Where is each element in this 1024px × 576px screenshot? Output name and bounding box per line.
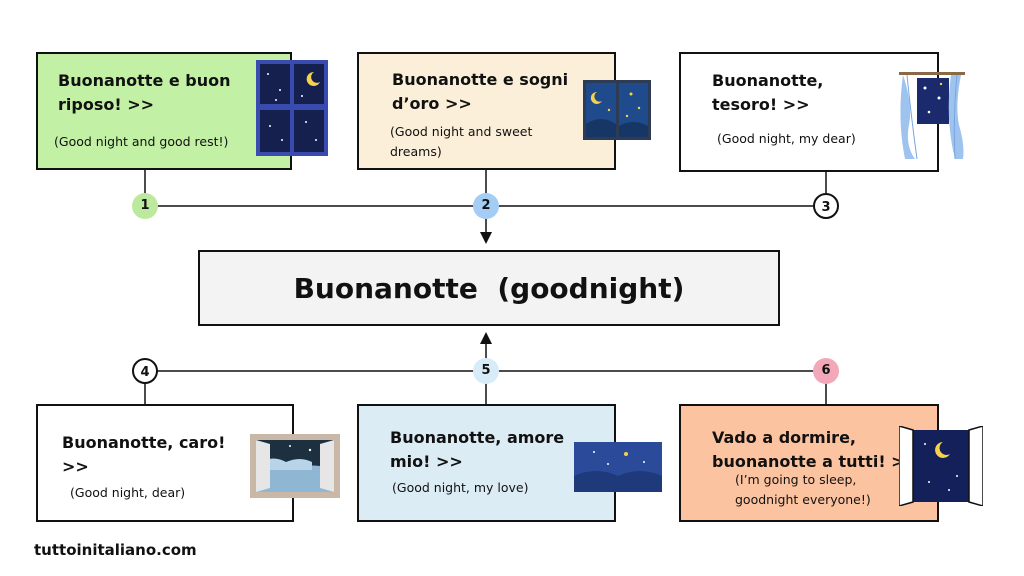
card-5-translation: (Good night, my love) (392, 480, 529, 495)
card-1-phrase: Buonanotte e buon riposo! >> (58, 71, 231, 114)
number-dot-2-label: 2 (481, 198, 491, 213)
card-5-phrase: Buonanotte, amore mio! >> (390, 428, 565, 471)
moon-window-icon (583, 80, 651, 140)
card-2-translation: (Good night and sweet dreams) (390, 124, 533, 159)
night-sky-icon (574, 442, 662, 492)
center-title-box: Buonanotte (goodnight) (198, 250, 780, 326)
card-4-phrase: Buonanotte, caro! >> (62, 433, 226, 476)
number-dot-4: 4 (132, 358, 158, 384)
number-dot-2: 2 (473, 193, 499, 219)
card-2-phrase: Buonanotte e sogni d’oro >> (392, 70, 569, 113)
footer-site: tuttoinitaliano.com (34, 541, 197, 559)
open-window-icon (250, 434, 340, 498)
card-6: Vado a dormire, buonanotte a tutti! >> (… (679, 404, 983, 522)
number-dot-5: 5 (473, 358, 499, 384)
card-2: Buonanotte e sogni d’oro >> (Good night … (357, 52, 651, 170)
number-dot-6: 6 (813, 358, 839, 384)
number-dot-1-label: 1 (140, 198, 150, 213)
open-shutters-icon (899, 426, 983, 506)
card-4-translation: (Good night, dear) (70, 485, 186, 500)
number-dot-5-label: 5 (481, 363, 491, 378)
card-4: Buonanotte, caro! >> (Good night, dear) (36, 404, 340, 522)
number-dot-1: 1 (132, 193, 158, 219)
card-6-phrase: Vado a dormire, buonanotte a tutti! >> (712, 428, 918, 471)
center-title: Buonanotte (goodnight) (293, 271, 685, 305)
number-dot-3-label: 3 (821, 200, 831, 215)
number-dot-4-label: 4 (140, 365, 150, 380)
number-dot-6-label: 6 (821, 363, 831, 378)
card-3: Buonanotte, tesoro! >> (Good night, my d… (679, 52, 965, 172)
card-1-translation: (Good night and good rest!) (54, 134, 229, 149)
card-3-phrase: Buonanotte, tesoro! >> (712, 71, 824, 114)
curtain-window-icon (899, 72, 965, 160)
night-window-icon (256, 60, 328, 156)
card-5: Buonanotte, amore mio! >> (Good night, m… (357, 404, 662, 522)
number-dot-3: 3 (813, 193, 839, 219)
card-6-translation: (I’m going to sleep, goodnight everyone!… (735, 472, 871, 507)
card-3-translation: (Good night, my dear) (717, 131, 856, 146)
card-1: Buonanotte e buon riposo! >> (Good night… (36, 52, 328, 170)
